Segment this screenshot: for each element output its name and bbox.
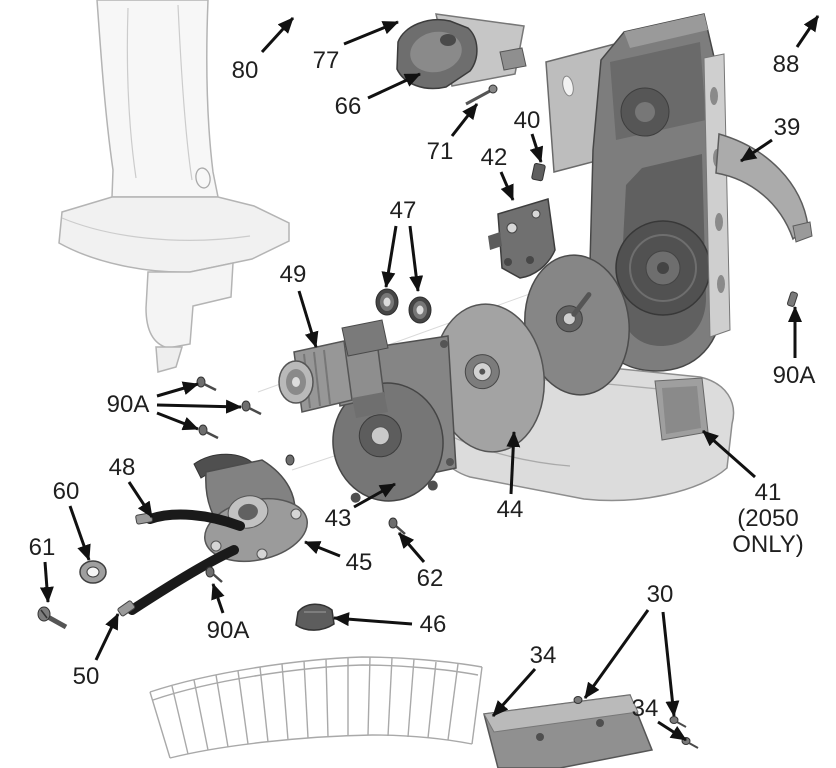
part-label-40: 40 xyxy=(514,107,541,134)
clip-46 xyxy=(295,603,335,631)
callout-arrow-49 xyxy=(297,290,319,348)
callout-arrow-61 xyxy=(39,561,54,603)
part-label-39: 39 xyxy=(774,114,801,141)
screws-90a-left xyxy=(196,376,295,466)
screw-62 xyxy=(388,517,406,535)
part-label-90A-left: 90A xyxy=(107,391,150,418)
washer-60 xyxy=(79,560,107,584)
part-label-71: 71 xyxy=(427,138,454,165)
callout-arrow-39 xyxy=(740,138,773,163)
part-label-44: 44 xyxy=(497,496,524,523)
part-label-61: 61 xyxy=(29,534,56,561)
callout-arrow-46 xyxy=(333,612,413,627)
part-label-45: 45 xyxy=(346,549,373,576)
part-label-66: 66 xyxy=(335,93,362,120)
disc-44 xyxy=(433,303,545,453)
callout-arrow-88 xyxy=(795,15,820,48)
callout-arrow-47 xyxy=(381,225,398,288)
callout-arrow-71 xyxy=(450,103,479,137)
callout-arrow-66 xyxy=(367,72,421,100)
part-label-30: 30 xyxy=(647,581,674,608)
screw-61 xyxy=(37,606,68,630)
callout-arrow-30 xyxy=(583,609,650,699)
part-label-90A-bottom: 90A xyxy=(207,617,250,644)
callout-arrow-90A-left xyxy=(156,411,199,431)
callout-arrow-80 xyxy=(260,16,295,54)
screw-90a-bottom xyxy=(205,566,223,583)
part-label-43: 43 xyxy=(325,505,352,532)
part-label-62: 62 xyxy=(417,565,444,592)
callout-arrow-45 xyxy=(304,540,341,558)
part-label-42: 42 xyxy=(481,144,508,171)
callout-arrow-48 xyxy=(127,481,154,518)
spacer-40 xyxy=(531,163,546,182)
bracket-plate-42 xyxy=(488,198,556,279)
callout-arrow-90A-left xyxy=(156,381,199,398)
callout-arrow-34-right xyxy=(657,720,687,742)
bottom-plate-34 xyxy=(483,694,654,768)
part-label-77: 77 xyxy=(313,47,340,74)
callout-arrow-43 xyxy=(353,482,396,509)
part-label-46: 46 xyxy=(420,611,447,638)
bracket-arm-39 xyxy=(715,133,813,243)
rear-disc-plate xyxy=(524,254,630,396)
flange-45 xyxy=(193,453,308,563)
part-label-60: 60 xyxy=(53,478,80,505)
part-label-80: 80 xyxy=(232,57,259,84)
part-label-34-right: 34 xyxy=(632,695,659,722)
callout-arrow-40 xyxy=(529,133,544,163)
part-label-88: 88 xyxy=(773,51,800,78)
stern-bracket-assembly xyxy=(545,13,813,372)
callout-arrow-60 xyxy=(68,505,91,561)
motor-49 xyxy=(278,319,389,418)
callout-arrow-62 xyxy=(397,532,426,563)
part-label-47: 47 xyxy=(390,197,417,224)
callout-arrow-34-mid xyxy=(491,668,537,717)
screw-71 xyxy=(465,84,498,106)
wire-basket-outline xyxy=(149,656,483,759)
callout-arrow-90A-bottom xyxy=(211,583,225,614)
part-label-34-mid: 34 xyxy=(530,642,557,669)
outboard-lower-unit-outline xyxy=(58,0,290,373)
callout-arrow-30 xyxy=(661,611,680,717)
callout-arrow-50 xyxy=(94,613,120,661)
part-label-49: 49 xyxy=(280,261,307,288)
callout-arrow-90A-left xyxy=(156,399,242,414)
callout-arrow-41 xyxy=(702,429,756,479)
part-label-50: 50 xyxy=(73,663,100,690)
grommets-47 xyxy=(375,288,432,324)
callout-arrow-42 xyxy=(499,171,515,201)
pin-90a-right xyxy=(787,291,798,307)
top-cover-assembly xyxy=(396,13,527,90)
part-label-90A-right: 90A xyxy=(773,362,816,389)
part-label-48: 48 xyxy=(109,454,136,481)
callout-arrow-77 xyxy=(343,20,399,46)
callout-arrow-44 xyxy=(506,431,521,495)
callout-arrow-47 xyxy=(408,225,424,292)
